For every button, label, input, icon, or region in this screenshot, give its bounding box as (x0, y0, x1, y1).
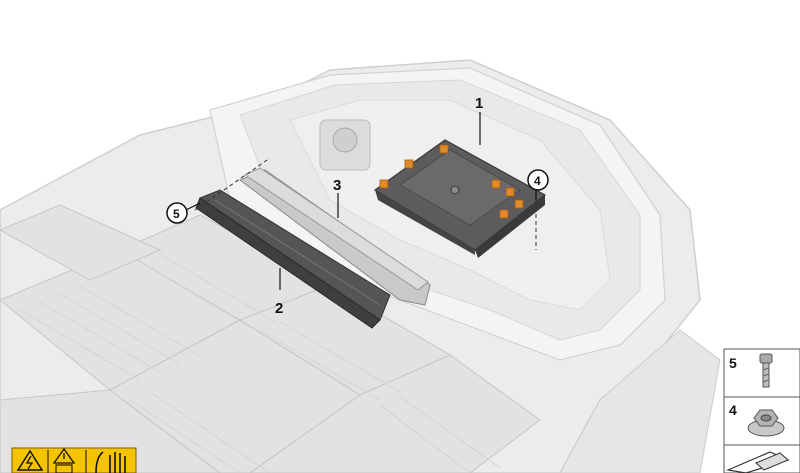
callout-2: 2 (275, 300, 283, 317)
leader-lines (185, 112, 537, 290)
cell-modules (0, 204, 541, 473)
manual-icon (55, 464, 73, 473)
gloves-icon (95, 451, 126, 473)
bolt-icon (759, 353, 773, 388)
callouts: 1 3 2 5 4 (166, 95, 549, 317)
callout-4: 4 (534, 174, 541, 188)
battery-tray (0, 59, 721, 473)
high-voltage-warning-icon (16, 449, 44, 471)
parts-legend: 5 4 (723, 348, 800, 473)
orange-terminals (379, 144, 524, 219)
legend-item-5-number: 5 (729, 355, 737, 371)
tray-connector (319, 119, 371, 171)
symbol-icon (725, 451, 790, 473)
callout-1: 1 (475, 95, 483, 112)
callout-5-circle: 5 (166, 202, 188, 224)
part-1-control-unit (373, 139, 547, 258)
assembly-guides (194, 157, 537, 250)
callout-4-circle: 4 (527, 169, 549, 191)
callout-3: 3 (333, 177, 341, 194)
legend-item-4-number: 4 (729, 402, 737, 418)
flange-nut-icon (747, 409, 785, 437)
module-ridges (19, 253, 501, 473)
warning-label (11, 447, 137, 473)
callout-5: 5 (173, 207, 180, 221)
caution-icon (52, 447, 76, 464)
part-3-bracket (238, 167, 431, 306)
